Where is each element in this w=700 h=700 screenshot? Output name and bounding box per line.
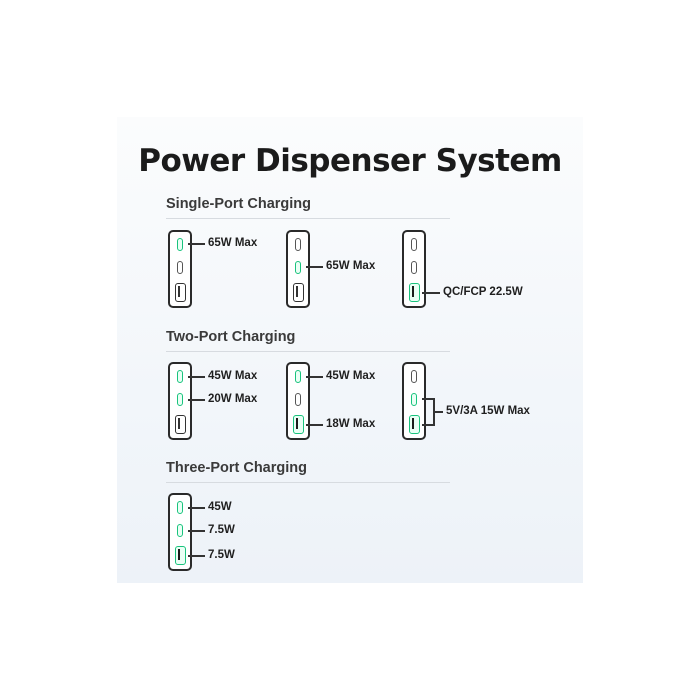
usb-c-port-icon xyxy=(411,238,417,251)
connector-line xyxy=(306,424,323,426)
charger-device xyxy=(286,362,310,440)
connector-line xyxy=(188,376,205,378)
usb-c-port-icon xyxy=(295,370,301,383)
connector-line xyxy=(433,411,443,413)
connector-line xyxy=(306,266,323,268)
usb-a-port-icon xyxy=(174,283,186,302)
port-label: 20W Max xyxy=(208,393,258,405)
section-heading-two-port: Two-Port Charging xyxy=(166,329,296,345)
charger-device xyxy=(168,362,192,440)
charger-device xyxy=(402,230,426,308)
usb-c-port-icon xyxy=(177,261,183,274)
port-label: 65W Max xyxy=(208,237,258,249)
port-label: 65W Max xyxy=(326,260,376,272)
connector-line xyxy=(422,292,440,294)
port-label: 7.5W xyxy=(208,549,235,561)
usb-c-port-icon xyxy=(177,524,183,537)
usb-c-port-icon xyxy=(411,393,417,406)
connector-line xyxy=(422,398,434,400)
usb-c-port-icon xyxy=(295,261,301,274)
usb-a-port-icon xyxy=(174,546,186,565)
usb-c-port-icon xyxy=(177,393,183,406)
usb-c-port-icon xyxy=(177,370,183,383)
charger-device xyxy=(168,230,192,308)
usb-a-port-icon xyxy=(292,415,304,434)
usb-a-port-icon xyxy=(408,283,420,302)
section-divider xyxy=(166,351,450,352)
port-label: 45W Max xyxy=(208,370,258,382)
connector-line xyxy=(188,507,205,509)
connector-line xyxy=(188,243,205,245)
background-panel xyxy=(117,117,583,583)
port-label: 5V/3A 15W Max xyxy=(446,405,530,417)
port-label: 18W Max xyxy=(326,418,376,430)
usb-a-port-icon xyxy=(408,415,420,434)
section-heading-single-port: Single-Port Charging xyxy=(166,196,311,212)
charger-device xyxy=(286,230,310,308)
usb-c-port-icon xyxy=(411,261,417,274)
page-title: Power Dispenser System xyxy=(138,143,562,179)
usb-a-port-icon xyxy=(174,415,186,434)
connector-line xyxy=(188,555,205,557)
section-divider xyxy=(166,482,450,483)
section-heading-three-port: Three-Port Charging xyxy=(166,460,307,476)
port-label: QC/FCP 22.5W xyxy=(443,286,523,298)
usb-a-port-icon xyxy=(292,283,304,302)
port-label: 45W xyxy=(208,501,232,513)
charger-device xyxy=(402,362,426,440)
connector-line xyxy=(188,530,205,532)
port-label: 7.5W xyxy=(208,524,235,536)
section-divider xyxy=(166,218,450,219)
port-label: 45W Max xyxy=(326,370,376,382)
usb-c-port-icon xyxy=(295,238,301,251)
usb-c-port-icon xyxy=(177,501,183,514)
usb-c-port-icon xyxy=(295,393,301,406)
connector-line xyxy=(188,399,205,401)
connector-line xyxy=(422,424,434,426)
connector-line xyxy=(306,376,323,378)
usb-c-port-icon xyxy=(177,238,183,251)
charger-device xyxy=(168,493,192,571)
usb-c-port-icon xyxy=(411,370,417,383)
